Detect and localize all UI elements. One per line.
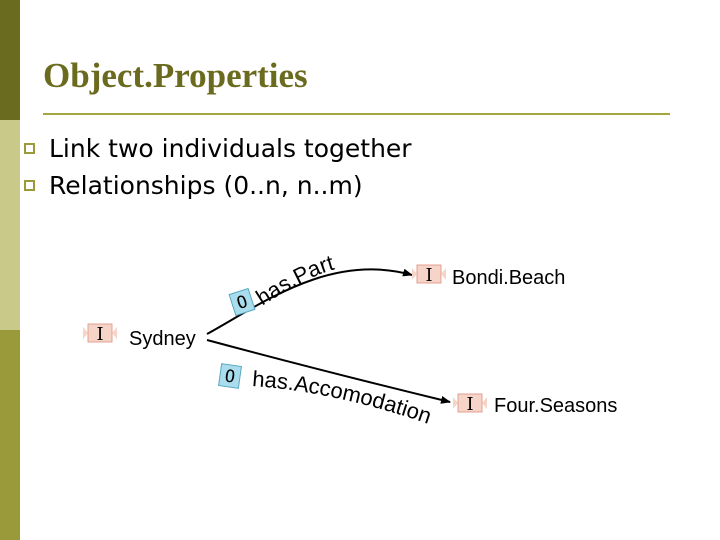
node-label-bondi-beach: Bondi.Beach	[452, 267, 565, 289]
sidebar-band-bottom	[0, 330, 20, 540]
edge-hasaccomodation	[206, 339, 451, 404]
node-label-four-seasons: Four.Seasons	[494, 395, 617, 417]
bullet-list: Link two individuals together Relationsh…	[22, 130, 412, 204]
title-underline	[43, 113, 670, 115]
svg-text:I: I	[425, 265, 432, 286]
svg-text:I: I	[96, 324, 103, 345]
individual-icon: I	[83, 323, 117, 345]
bullet-item: Link two individuals together	[22, 130, 412, 167]
svg-text:O: O	[223, 366, 236, 387]
edge-haspart	[206, 268, 413, 335]
sidebar-band-top	[0, 0, 20, 120]
node-label-sydney: Sydney	[129, 328, 196, 350]
property-haspart: O has.Part	[228, 250, 336, 317]
individual-node-sydney: I Sydney	[83, 323, 196, 350]
bullet-text: Relationships (0..n, n..m)	[49, 171, 363, 200]
edge-label-haspart: has.Part	[251, 250, 336, 310]
individual-node-bondi-beach: I Bondi.Beach	[412, 264, 565, 289]
bullet-text: Link two individuals together	[49, 134, 412, 163]
individual-icon: I	[412, 264, 446, 286]
object-property-icon: O	[228, 287, 256, 317]
bullet-item: Relationships (0..n, n..m)	[22, 167, 412, 204]
square-bullet-icon	[24, 180, 35, 191]
object-property-icon: O	[218, 363, 242, 389]
individual-node-four-seasons: I Four.Seasons	[453, 393, 617, 417]
slide-sidebar	[0, 0, 20, 540]
svg-text:I: I	[466, 394, 473, 415]
slide-title: Object.Properties	[43, 56, 308, 95]
square-bullet-icon	[24, 143, 35, 154]
sidebar-band-middle	[0, 120, 20, 330]
property-hasaccomodation: O has.Accomodation	[218, 363, 435, 429]
individual-icon: I	[453, 393, 487, 415]
